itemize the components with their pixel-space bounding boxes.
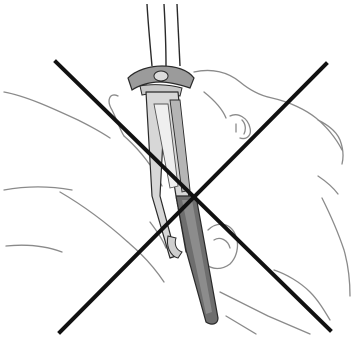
- x-cross-mark: [56, 62, 330, 332]
- instrument-tubing: [147, 4, 180, 66]
